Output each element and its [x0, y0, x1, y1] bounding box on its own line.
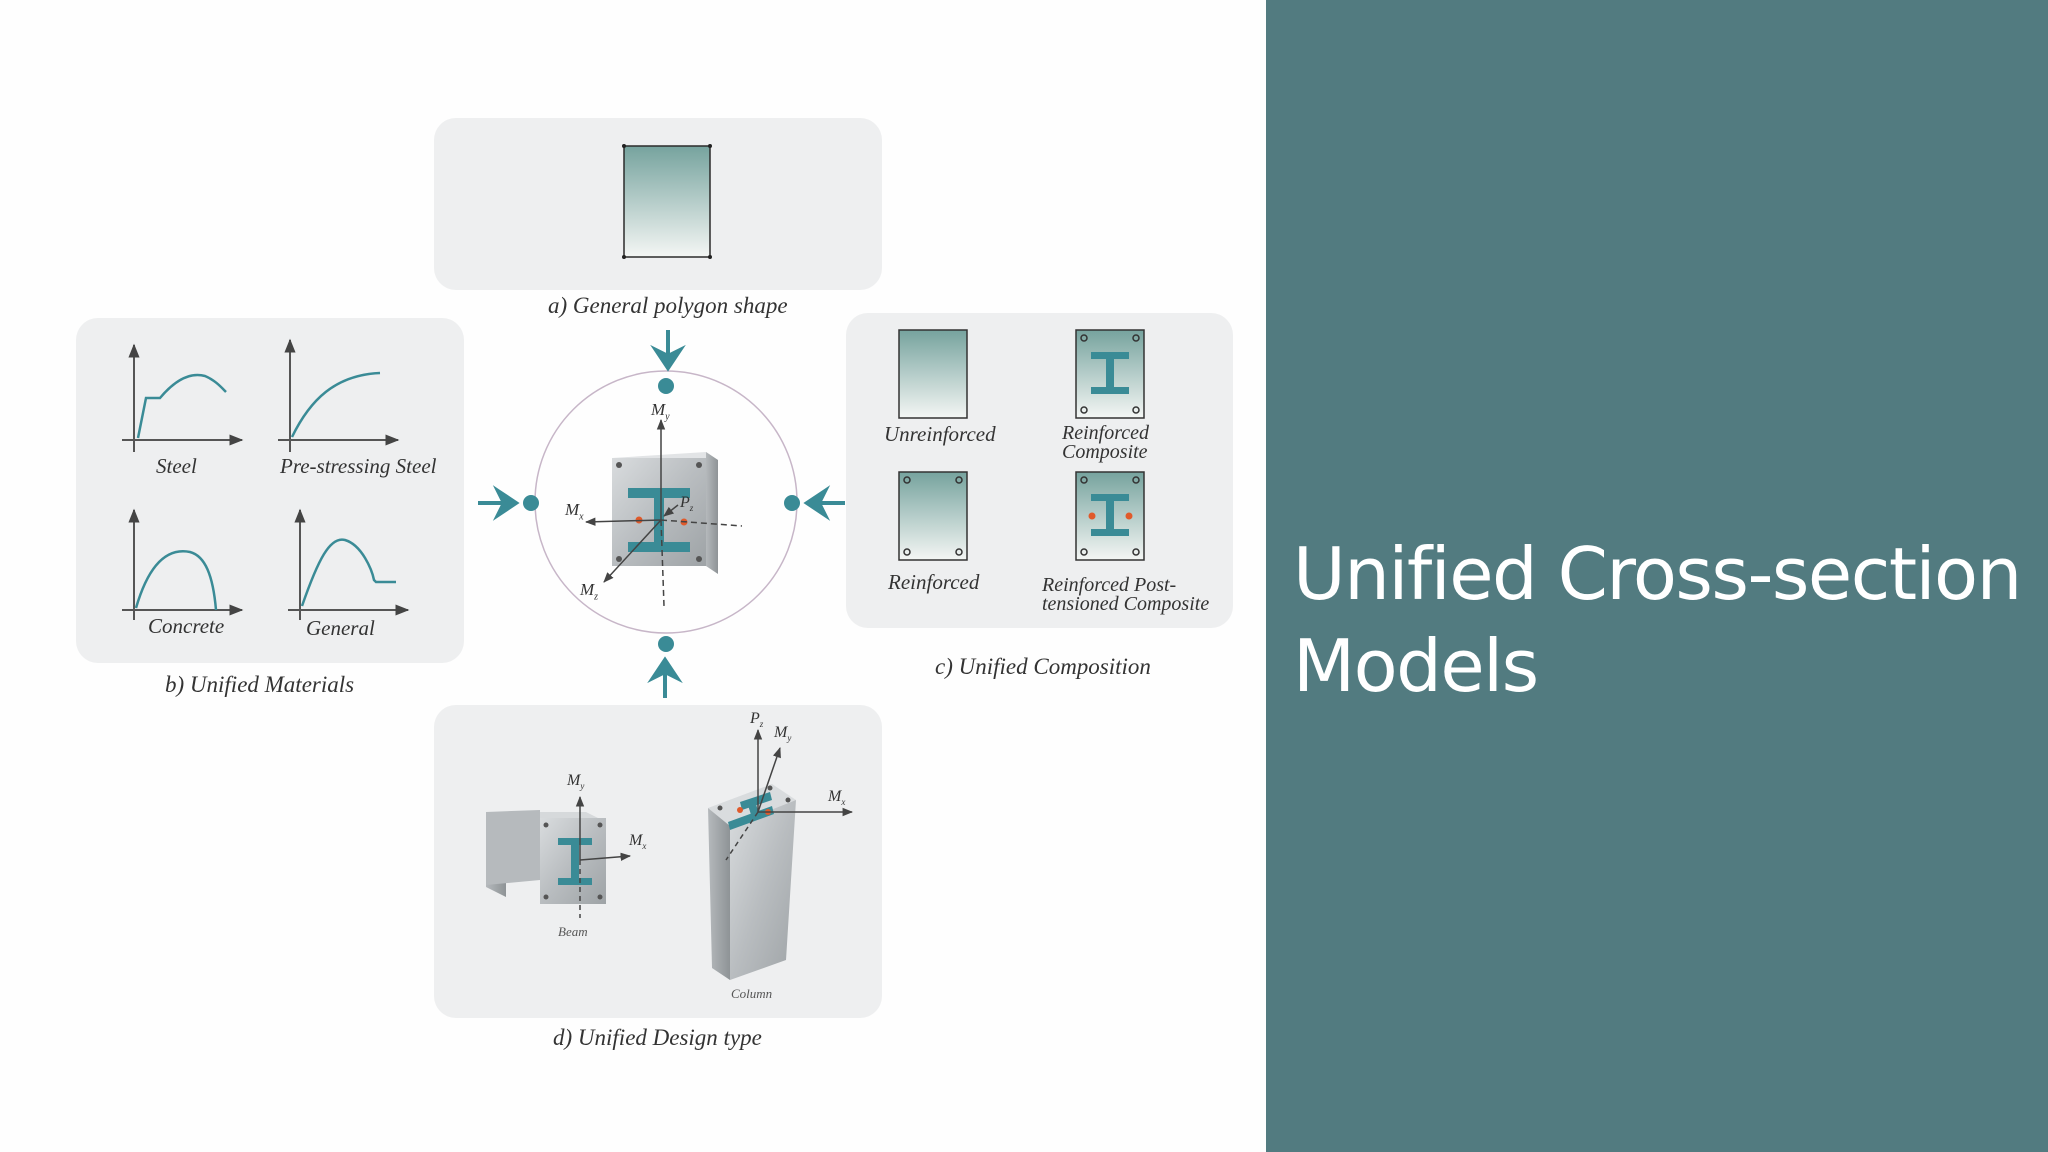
axis-label-my-beam: My — [567, 772, 585, 792]
axis-label-my-column: My — [774, 724, 792, 744]
axis-label-mx-center: Mx — [565, 500, 584, 523]
concrete-curve — [134, 550, 218, 611]
beam-block — [486, 810, 606, 904]
axis-label-mx-column: Mx — [828, 788, 846, 808]
axis-label-pz-center: Pz — [680, 494, 694, 514]
axis-label-mx-beam: Mx — [629, 832, 647, 852]
caption-unified-materials: b) Unified Materials — [165, 672, 355, 697]
reinforced-section — [898, 471, 968, 561]
axis-label-mz-center: Mz — [580, 580, 599, 603]
caption-unified-design-type: d) Unified Design type — [553, 1025, 762, 1050]
unreinforced-section — [898, 329, 968, 419]
connection-arrows — [478, 330, 845, 698]
column-block — [708, 784, 796, 980]
reinforced-composite-section — [1075, 329, 1145, 419]
axis-label-my-center: My — [651, 400, 670, 423]
label-post-tensioned-composite: Reinforced Post- tensioned Composite — [1042, 574, 1210, 615]
connection-dots — [523, 378, 800, 652]
title-panel: Unified Cross-section Models — [1266, 0, 2048, 1152]
label-column: Column — [731, 986, 773, 1001]
cross-section-diagram — [122, 144, 1145, 980]
label-reinforced: Reinforced — [888, 570, 980, 594]
caption-unified-composition: c) Unified Composition — [935, 654, 1151, 679]
general-curve — [300, 538, 396, 607]
steel-curve — [136, 373, 227, 439]
label-beam: Beam — [558, 924, 588, 939]
label-concrete: Concrete — [148, 614, 225, 638]
caption-general-polygon: a) General polygon shape — [548, 293, 788, 318]
column-axes — [725, 728, 854, 861]
label-steel: Steel — [156, 454, 197, 478]
diagram-area: a) General polygon shape b) Unified Mate… — [76, 118, 1233, 1050]
label-general: General — [306, 616, 375, 640]
beam-axes — [575, 795, 632, 918]
material-curve-concrete — [122, 508, 244, 620]
material-curve-steel — [122, 343, 244, 452]
slide-title: Unified Cross-section Models — [1293, 532, 2022, 709]
polygon-shape — [623, 145, 711, 258]
label-reinforced-composite: Reinforced Composite — [1062, 422, 1150, 463]
center-axes — [584, 418, 743, 607]
material-curve-prestressing — [278, 338, 400, 452]
post-tensioned-section — [1075, 471, 1145, 561]
label-prestressing-steel: Pre-stressing Steel — [280, 454, 437, 478]
axis-label-pz-column: Pz — [750, 710, 764, 730]
label-unreinforced: Unreinforced — [884, 422, 996, 446]
polygon-vertices — [622, 144, 712, 259]
center-section-block — [612, 452, 718, 574]
prestressing-curve — [290, 371, 381, 438]
material-curve-general — [288, 508, 410, 620]
